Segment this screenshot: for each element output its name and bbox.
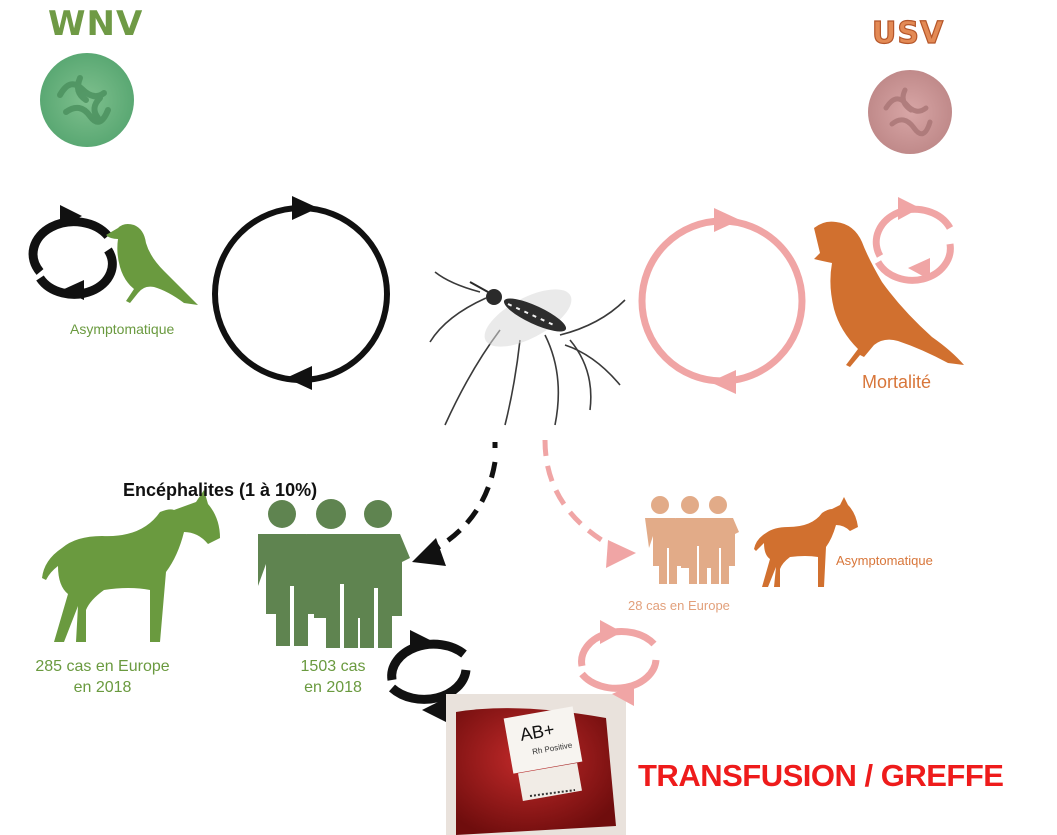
wnv-bird-label: Asymptomatique xyxy=(70,321,174,337)
wnv-bird-cycle-icon xyxy=(33,205,112,300)
usv-human-cases: 28 cas en Europe xyxy=(628,598,730,613)
usv-bird-label: Mortalité xyxy=(862,372,931,393)
wnv-horse-icon xyxy=(42,490,220,642)
usv-main-cycle-icon xyxy=(642,208,802,394)
wnv-horse-cases: 285 cas en Europe en 2018 xyxy=(10,656,195,698)
usv-transmission-arrow xyxy=(545,440,636,568)
wnv-human-cases: 1503 cas en 2018 xyxy=(268,656,398,698)
usv-virus-icon xyxy=(868,70,952,154)
usv-horse-label: Asymptomatique xyxy=(836,553,933,568)
wnv-transmission-arrow xyxy=(412,442,495,566)
wnv-virus-icon xyxy=(40,53,134,147)
usv-bird-icon xyxy=(814,222,964,367)
blood-bag-icon xyxy=(446,694,626,835)
encephalitis-label: Encéphalites (1 à 10%) xyxy=(123,480,317,501)
wnv-humans-icon xyxy=(258,499,410,648)
usv-horse-icon xyxy=(754,497,858,587)
usv-human-cycle-icon xyxy=(582,620,656,706)
usv-humans-icon xyxy=(645,496,739,584)
mosquito-icon xyxy=(430,272,625,425)
transfusion-title: TRANSFUSION / GREFFE xyxy=(638,758,1003,794)
wnv-main-cycle-icon xyxy=(215,196,387,390)
usv-bird-cycle-icon xyxy=(876,197,950,280)
wnv-bird-icon xyxy=(106,224,198,305)
